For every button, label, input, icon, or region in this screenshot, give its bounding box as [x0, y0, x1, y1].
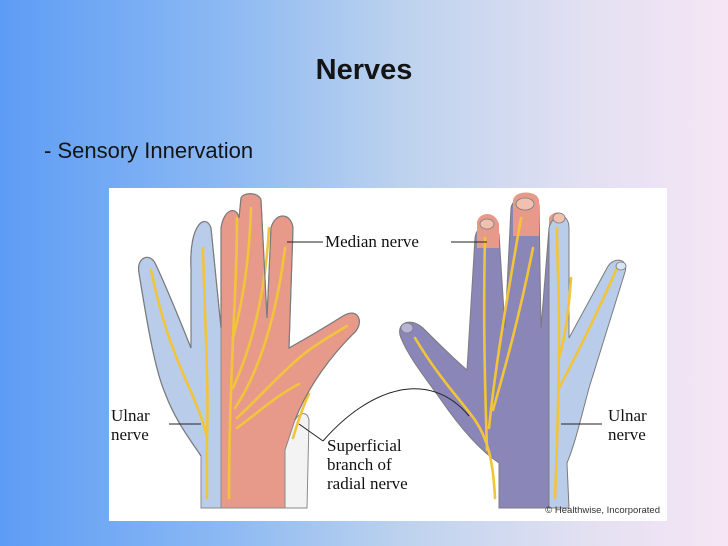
left-hand-palm	[137, 193, 360, 509]
slide-title: Nerves	[315, 54, 413, 86]
superficial-branch-label: Superficial branch of radial nerve	[327, 436, 408, 493]
copyright-notice: © Healthwise, Incorporated	[545, 505, 660, 516]
ulnar-nerve-label-left: Ulnar nerve	[111, 406, 150, 444]
superficial-leader-left	[298, 423, 324, 442]
hand-nerve-diagram: Median nerve Ulnar nerve Ulnar nerve Sup…	[109, 188, 667, 521]
slide-bullet: - Sensory Innervation	[44, 138, 254, 163]
median-nerve-label: Median nerve	[325, 232, 419, 251]
hands-illustration	[137, 192, 627, 509]
leader-lines	[169, 241, 602, 442]
superficial-leader-right	[322, 388, 470, 442]
right-hand-dorsum	[399, 192, 627, 509]
ulnar-nerve-label-right: Ulnar nerve	[608, 406, 647, 444]
